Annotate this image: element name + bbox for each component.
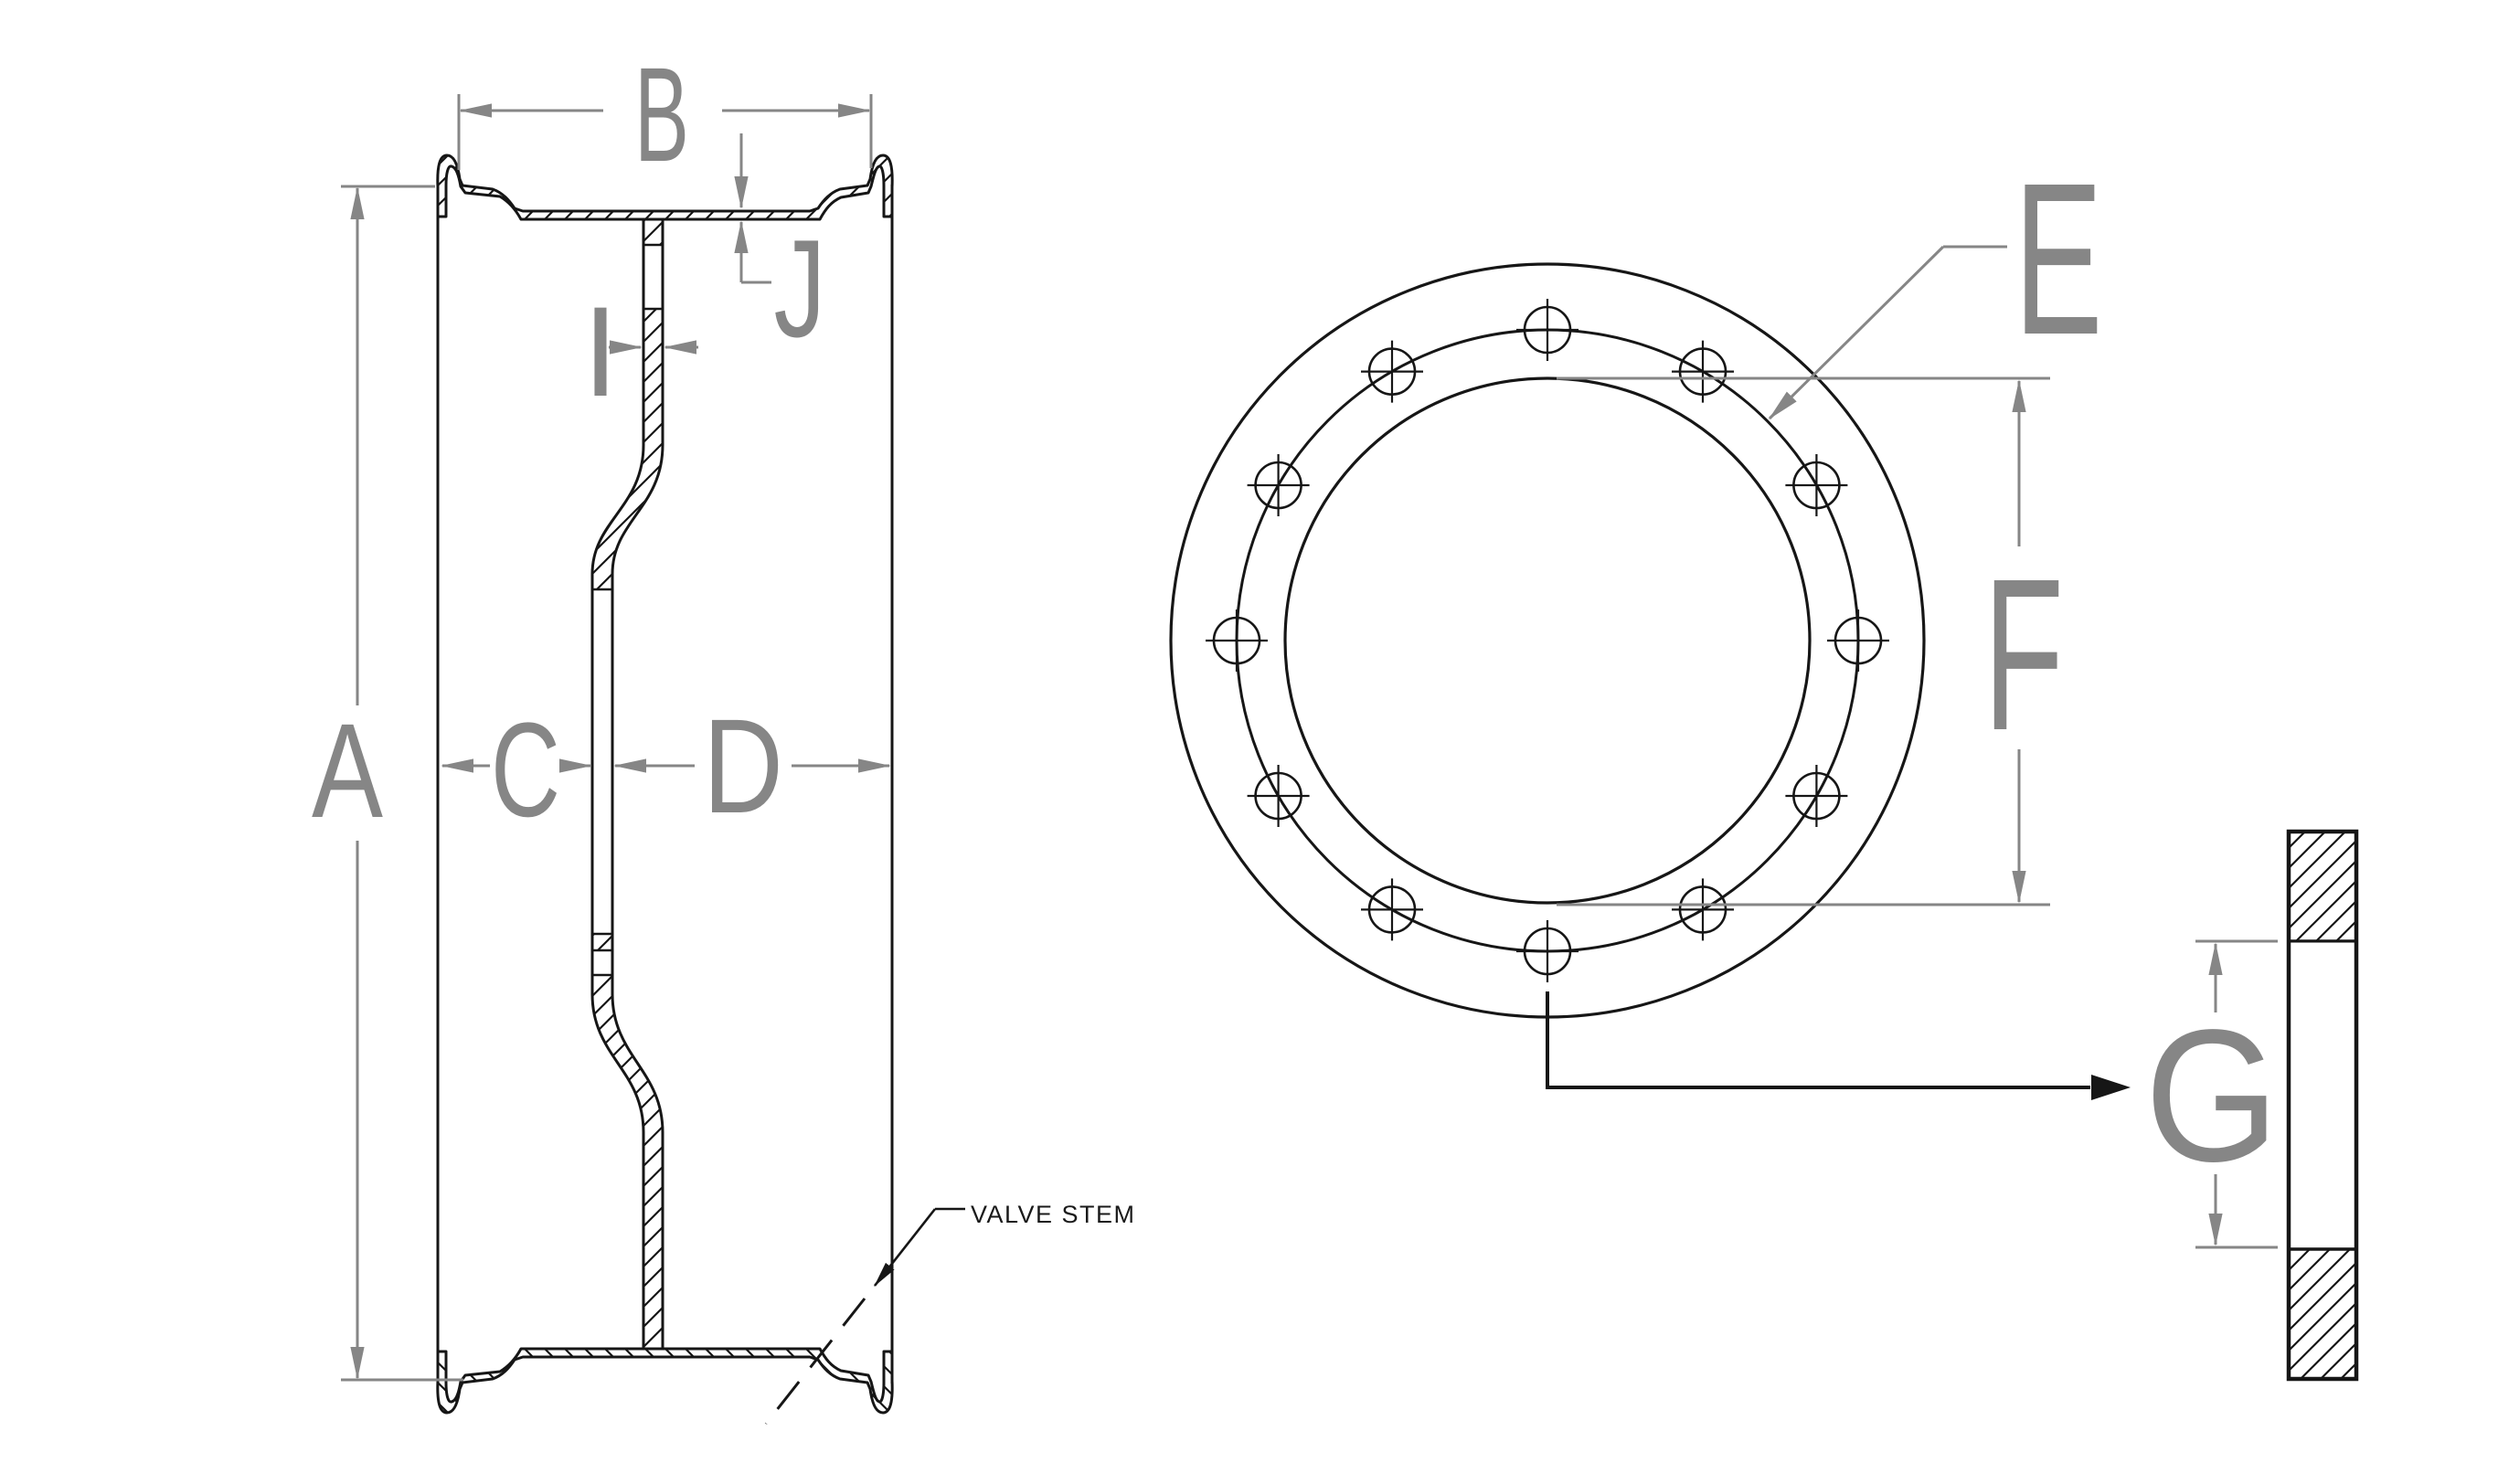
dimension-B: B bbox=[457, 40, 873, 190]
dimension-D: D bbox=[613, 692, 891, 842]
bolt-circle bbox=[1235, 328, 1860, 953]
dimension-J: J bbox=[734, 133, 826, 366]
dimension-E: E bbox=[1768, 138, 2103, 420]
dim-label-J: J bbox=[774, 211, 826, 366]
dim-label-I: I bbox=[583, 280, 619, 423]
detail-top-flange-band bbox=[2287, 830, 2358, 943]
dim-label-A: A bbox=[312, 696, 383, 846]
center-bore-circle bbox=[1283, 376, 1812, 905]
dimension-A: A bbox=[312, 185, 463, 1382]
disc-break-lines bbox=[592, 243, 663, 977]
valve-stem-annotation: VALVE STEM bbox=[764, 1201, 1136, 1425]
detail-bottom-flange-band bbox=[2287, 1247, 2358, 1381]
dim-label-D: D bbox=[703, 692, 783, 842]
dimension-C: C bbox=[441, 695, 592, 845]
rim-cross-section-view: A B C D I bbox=[312, 40, 1136, 1425]
dimension-I: I bbox=[583, 280, 698, 423]
rim-bottom-band bbox=[436, 1347, 894, 1415]
valve-stem-label: VALVE STEM bbox=[971, 1201, 1136, 1228]
dim-label-F: F bbox=[1983, 534, 2064, 776]
dimension-G: G bbox=[2145, 939, 2280, 1249]
dim-label-C: C bbox=[491, 695, 560, 845]
detail-disc-band bbox=[2287, 939, 2358, 1251]
wheel-front-view: E F bbox=[1169, 138, 2131, 1100]
detail-outline bbox=[2286, 829, 2359, 1382]
dim-label-B: B bbox=[634, 40, 689, 190]
valve-stem-centerline bbox=[764, 1298, 866, 1425]
detail-section-view: G bbox=[2145, 829, 2359, 1382]
dimension-F: F bbox=[1557, 376, 2064, 906]
leader-arrowhead bbox=[2091, 1075, 2131, 1100]
bolt-holes bbox=[1206, 299, 1889, 982]
dim-label-E: E bbox=[2014, 138, 2103, 380]
detail-section-leader bbox=[1546, 991, 2131, 1100]
dim-label-G: G bbox=[2145, 991, 2280, 1201]
